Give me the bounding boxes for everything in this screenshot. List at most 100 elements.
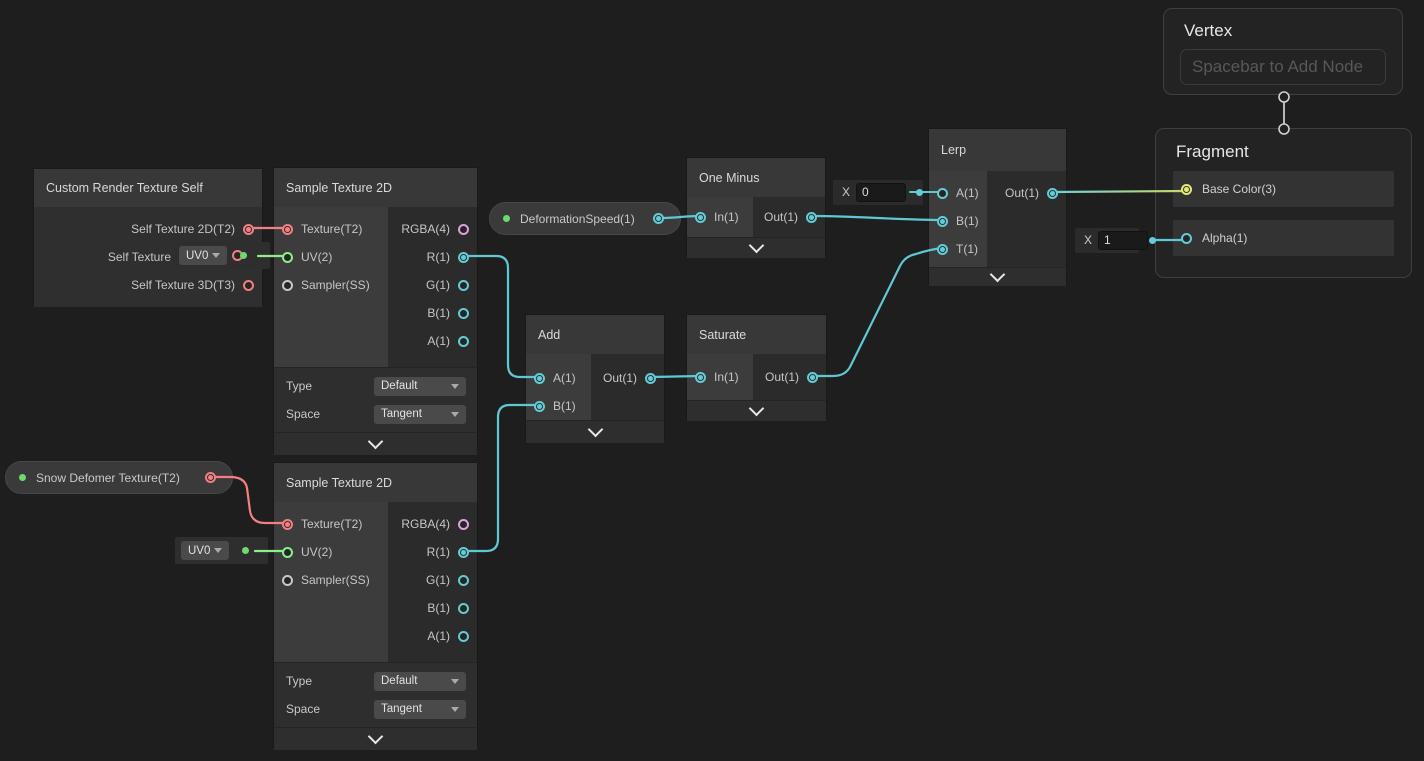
port-rgba-output[interactable]	[458, 223, 469, 235]
port-label: Out(1)	[764, 370, 799, 384]
exposed-property-dot-icon	[19, 474, 26, 481]
port-deformation-speed-output[interactable]	[653, 213, 664, 224]
node-vertex-context[interactable]: Vertex Spacebar to Add Node	[1163, 8, 1403, 95]
node-fragment-context[interactable]: Fragment Base Color(3) Alpha(1)	[1155, 128, 1412, 278]
port-texture-input[interactable]	[282, 518, 293, 530]
node-title[interactable]: One Minus	[687, 158, 825, 197]
uv-connector-dot[interactable]	[240, 252, 247, 259]
dropdown-value: Tangent	[381, 408, 422, 420]
port-label: UV(2)	[301, 545, 333, 559]
port-out-output[interactable]	[806, 211, 817, 223]
slot-base-color[interactable]: Base Color(3)	[1173, 171, 1394, 207]
port-rgba-output[interactable]	[458, 518, 469, 530]
node-saturate[interactable]: Saturate In(1) Out(1)	[686, 314, 827, 421]
port-a-input[interactable]	[937, 187, 948, 199]
control-label-space: Space	[286, 407, 321, 421]
vertex-title: Vertex	[1184, 21, 1233, 40]
wire-oneminus-out-to-lerp-b[interactable]	[811, 214, 944, 222]
dropdown-value: Default	[381, 380, 418, 392]
value-connector-dot[interactable]	[1148, 236, 1156, 244]
node-title[interactable]: Lerp	[929, 129, 1066, 171]
port-uv-input[interactable]	[282, 251, 293, 263]
port-b-output[interactable]	[458, 307, 469, 319]
port-b-input[interactable]	[534, 400, 545, 412]
collapse-button[interactable]	[687, 400, 826, 421]
node-lerp[interactable]: Lerp A(1) B(1) T(1) Out(1)	[928, 128, 1067, 286]
port-r-output[interactable]	[458, 546, 469, 558]
alpha-value-input[interactable]	[1098, 230, 1149, 250]
port-snow-deformer-output[interactable]	[205, 472, 216, 483]
type-dropdown[interactable]: Default	[374, 671, 466, 691]
port-r-output[interactable]	[458, 251, 469, 263]
node-sample-texture-2d-top[interactable]: Sample Texture 2D Texture(T2) UV(2) Samp…	[273, 167, 478, 455]
collapse-button[interactable]	[526, 420, 664, 443]
collapse-button[interactable]	[687, 237, 825, 258]
port-a-output[interactable]	[458, 335, 469, 347]
port-sampler-input[interactable]	[282, 574, 293, 586]
node-title[interactable]: Custom Render Texture Self	[34, 169, 262, 207]
port-a-input[interactable]	[534, 372, 545, 384]
port-label: G(1)	[426, 278, 450, 292]
add-node-placeholder[interactable]: Spacebar to Add Node	[1180, 49, 1386, 85]
property-node-snow-deformer-texture[interactable]: Snow Defomer Texture(T2)	[5, 461, 233, 494]
node-title[interactable]: Add	[526, 315, 664, 354]
port-sampler-input[interactable]	[282, 279, 293, 291]
collapse-button[interactable]	[274, 432, 477, 455]
chevron-down-icon	[748, 400, 765, 417]
exposed-property-dot-icon	[503, 215, 510, 222]
port-label: Base Color(3)	[1202, 182, 1277, 196]
dropdown-value: UV0	[188, 544, 211, 557]
lerp-a-value-input[interactable]	[856, 182, 907, 202]
port-label: R(1)	[426, 545, 450, 559]
port-t-input[interactable]	[937, 243, 948, 255]
port-b-input[interactable]	[937, 215, 948, 227]
node-one-minus[interactable]: One Minus In(1) Out(1)	[686, 157, 826, 258]
value-connector-dot[interactable]	[916, 188, 924, 196]
port-g-output[interactable]	[458, 574, 469, 586]
port-b-output[interactable]	[458, 602, 469, 614]
port-g-output[interactable]	[458, 279, 469, 291]
port-label: A(1)	[427, 334, 450, 348]
port-self-texture-2d-output[interactable]	[243, 223, 254, 235]
dropdown-value: UV0	[186, 249, 209, 262]
slot-alpha[interactable]: Alpha(1)	[1173, 220, 1394, 256]
uv-connector-dot[interactable]	[242, 547, 249, 554]
node-sample-texture-2d-bottom[interactable]: Sample Texture 2D Texture(T2) UV(2) Samp…	[273, 462, 478, 750]
port-out-output[interactable]	[807, 371, 818, 383]
port-in-input[interactable]	[695, 371, 706, 383]
space-dropdown[interactable]: Tangent	[374, 699, 466, 719]
port-in-input[interactable]	[695, 211, 706, 223]
node-title[interactable]: Saturate	[687, 315, 826, 354]
port-label: Alpha(1)	[1202, 231, 1248, 245]
port-label: Sampler(SS)	[301, 573, 370, 587]
port-alpha-input[interactable]	[1181, 232, 1192, 244]
node-title[interactable]: Sample Texture 2D	[274, 463, 477, 502]
port-base-color-input[interactable]	[1181, 183, 1192, 195]
node-title[interactable]: Sample Texture 2D	[274, 168, 477, 207]
port-label: Texture(T2)	[301, 517, 363, 531]
x-component-label: X	[842, 185, 851, 199]
port-texture-input[interactable]	[282, 223, 293, 235]
property-node-deformation-speed[interactable]: DeformationSpeed(1)	[489, 202, 681, 235]
property-label: Snow Defomer Texture(T2)	[36, 470, 180, 485]
dropdown-arrow-icon	[451, 411, 459, 417]
uv-channel-dropdown[interactable]: UV0	[181, 541, 229, 560]
dropdown-arrow-icon	[214, 548, 222, 553]
node-custom-render-texture-self[interactable]: Custom Render Texture Self Self Texture …	[33, 168, 263, 307]
port-label: Out(1)	[763, 210, 798, 224]
port-out-output[interactable]	[1047, 187, 1058, 199]
wire-saturate-out-to-lerp-t[interactable]	[811, 246, 944, 378]
port-a-output[interactable]	[458, 630, 469, 642]
port-uv-input[interactable]	[282, 546, 293, 558]
uv-channel-dropdown[interactable]: UV0	[179, 246, 227, 265]
type-dropdown[interactable]: Default	[374, 376, 466, 396]
port-out-output[interactable]	[645, 372, 656, 384]
space-dropdown[interactable]: Tangent	[374, 404, 466, 424]
collapse-button[interactable]	[929, 266, 1066, 286]
port-label: B(1)	[956, 214, 979, 228]
node-add[interactable]: Add A(1) B(1) Out(1)	[525, 314, 665, 443]
port-self-texture-3d-output[interactable]	[243, 279, 254, 291]
collapse-button[interactable]	[274, 727, 477, 750]
port-label: G(1)	[426, 573, 450, 587]
